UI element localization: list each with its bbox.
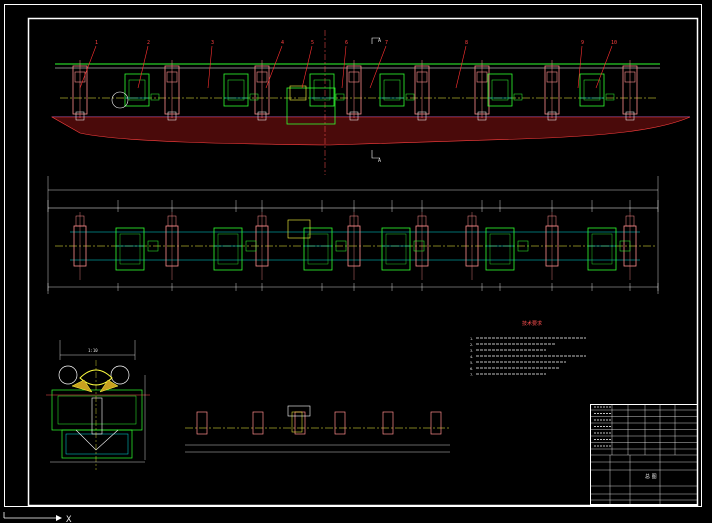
callout-leader <box>79 45 97 89</box>
callout-leader <box>207 45 213 89</box>
layout-stand <box>334 411 346 435</box>
motor-block <box>286 87 336 125</box>
callout-number: 10 <box>611 40 617 46</box>
note-number: 4. <box>470 355 473 359</box>
section-view: 1:10 <box>46 340 150 470</box>
note-number: 7. <box>470 373 473 377</box>
elevation-view: 1 2 3 4 5 6 7 8 9 10 <box>50 30 691 175</box>
gearbox-unit <box>309 73 345 107</box>
callout-number: 9 <box>581 40 584 46</box>
motor-housing <box>289 85 307 101</box>
callout-leader <box>455 45 467 89</box>
technical-notes: 技术要求 1. 2. 3. 4. 5. 6. 7. <box>470 320 586 377</box>
gearbox-unit <box>487 73 523 107</box>
callout-number: 5 <box>311 40 314 46</box>
callout-number: 2 <box>147 40 150 46</box>
callout-number: 3 <box>211 40 214 46</box>
plan-gearbox <box>115 227 159 271</box>
roller-stand <box>622 60 638 121</box>
gearbox-unit <box>124 73 160 107</box>
gear-circle <box>111 91 129 109</box>
callout-leader <box>577 45 583 89</box>
layout-stand <box>382 411 394 435</box>
plan-motor <box>287 219 311 239</box>
plan-stand <box>415 212 429 280</box>
ucs-axis-icon: X <box>3 512 72 523</box>
plan-gearbox <box>303 227 347 271</box>
plan-stand <box>73 212 87 280</box>
section-marker-bottom: A <box>371 150 381 164</box>
layout-stand <box>196 411 208 435</box>
notes-title: 技术要求 <box>522 320 542 327</box>
ground-hatch <box>50 116 691 146</box>
note-number: 1. <box>470 337 473 341</box>
roller-stand <box>474 60 490 121</box>
sheet-frame <box>4 4 702 507</box>
roller-stand <box>414 60 430 121</box>
roller-stand <box>346 60 362 121</box>
section-label-a-bottom: A <box>378 158 381 164</box>
callout-number: 6 <box>345 40 348 46</box>
foundation-layout <box>185 405 450 453</box>
axis-x-label: X <box>66 515 72 523</box>
gearbox-unit <box>379 73 415 107</box>
plan-gearbox <box>485 227 529 271</box>
plan-gearbox <box>213 227 257 271</box>
callout-leader <box>265 45 283 89</box>
plan-stand <box>165 212 179 280</box>
callout-leader <box>301 45 313 89</box>
plan-view <box>47 176 659 294</box>
callout-leader <box>595 45 613 89</box>
section-marker-top: A <box>371 37 381 44</box>
note-number: 3. <box>470 349 473 353</box>
plan-stand <box>347 212 361 280</box>
roller-stand <box>72 60 88 121</box>
note-number: 2. <box>470 343 473 347</box>
layout-stand <box>430 411 442 435</box>
plan-gearbox <box>381 227 425 271</box>
callout-number: 7 <box>385 40 388 46</box>
layout-stand <box>294 411 306 435</box>
callout-leader <box>137 45 149 89</box>
layout-stand <box>252 411 264 435</box>
scale-label: 1:10 <box>88 348 98 353</box>
plan-stand <box>545 212 559 280</box>
note-number: 5. <box>470 361 473 365</box>
gearbox-unit <box>223 73 259 107</box>
callout-number: 8 <box>465 40 468 46</box>
drawing-name: 总 图 <box>645 473 657 480</box>
roller-stand <box>254 60 270 121</box>
callout-number: 1 <box>95 40 98 46</box>
callout-leader <box>369 45 387 89</box>
plan-gearbox <box>587 227 631 271</box>
roller-stand <box>544 60 560 121</box>
section-label-a-top: A <box>378 38 381 44</box>
note-number: 6. <box>470 367 473 371</box>
callout-leader <box>341 45 347 89</box>
gearbox-unit <box>579 73 615 107</box>
plan-stand <box>465 212 479 280</box>
roller-stand <box>164 60 180 121</box>
title-block: 总 图 <box>590 404 698 505</box>
callout-number: 4 <box>281 40 284 46</box>
